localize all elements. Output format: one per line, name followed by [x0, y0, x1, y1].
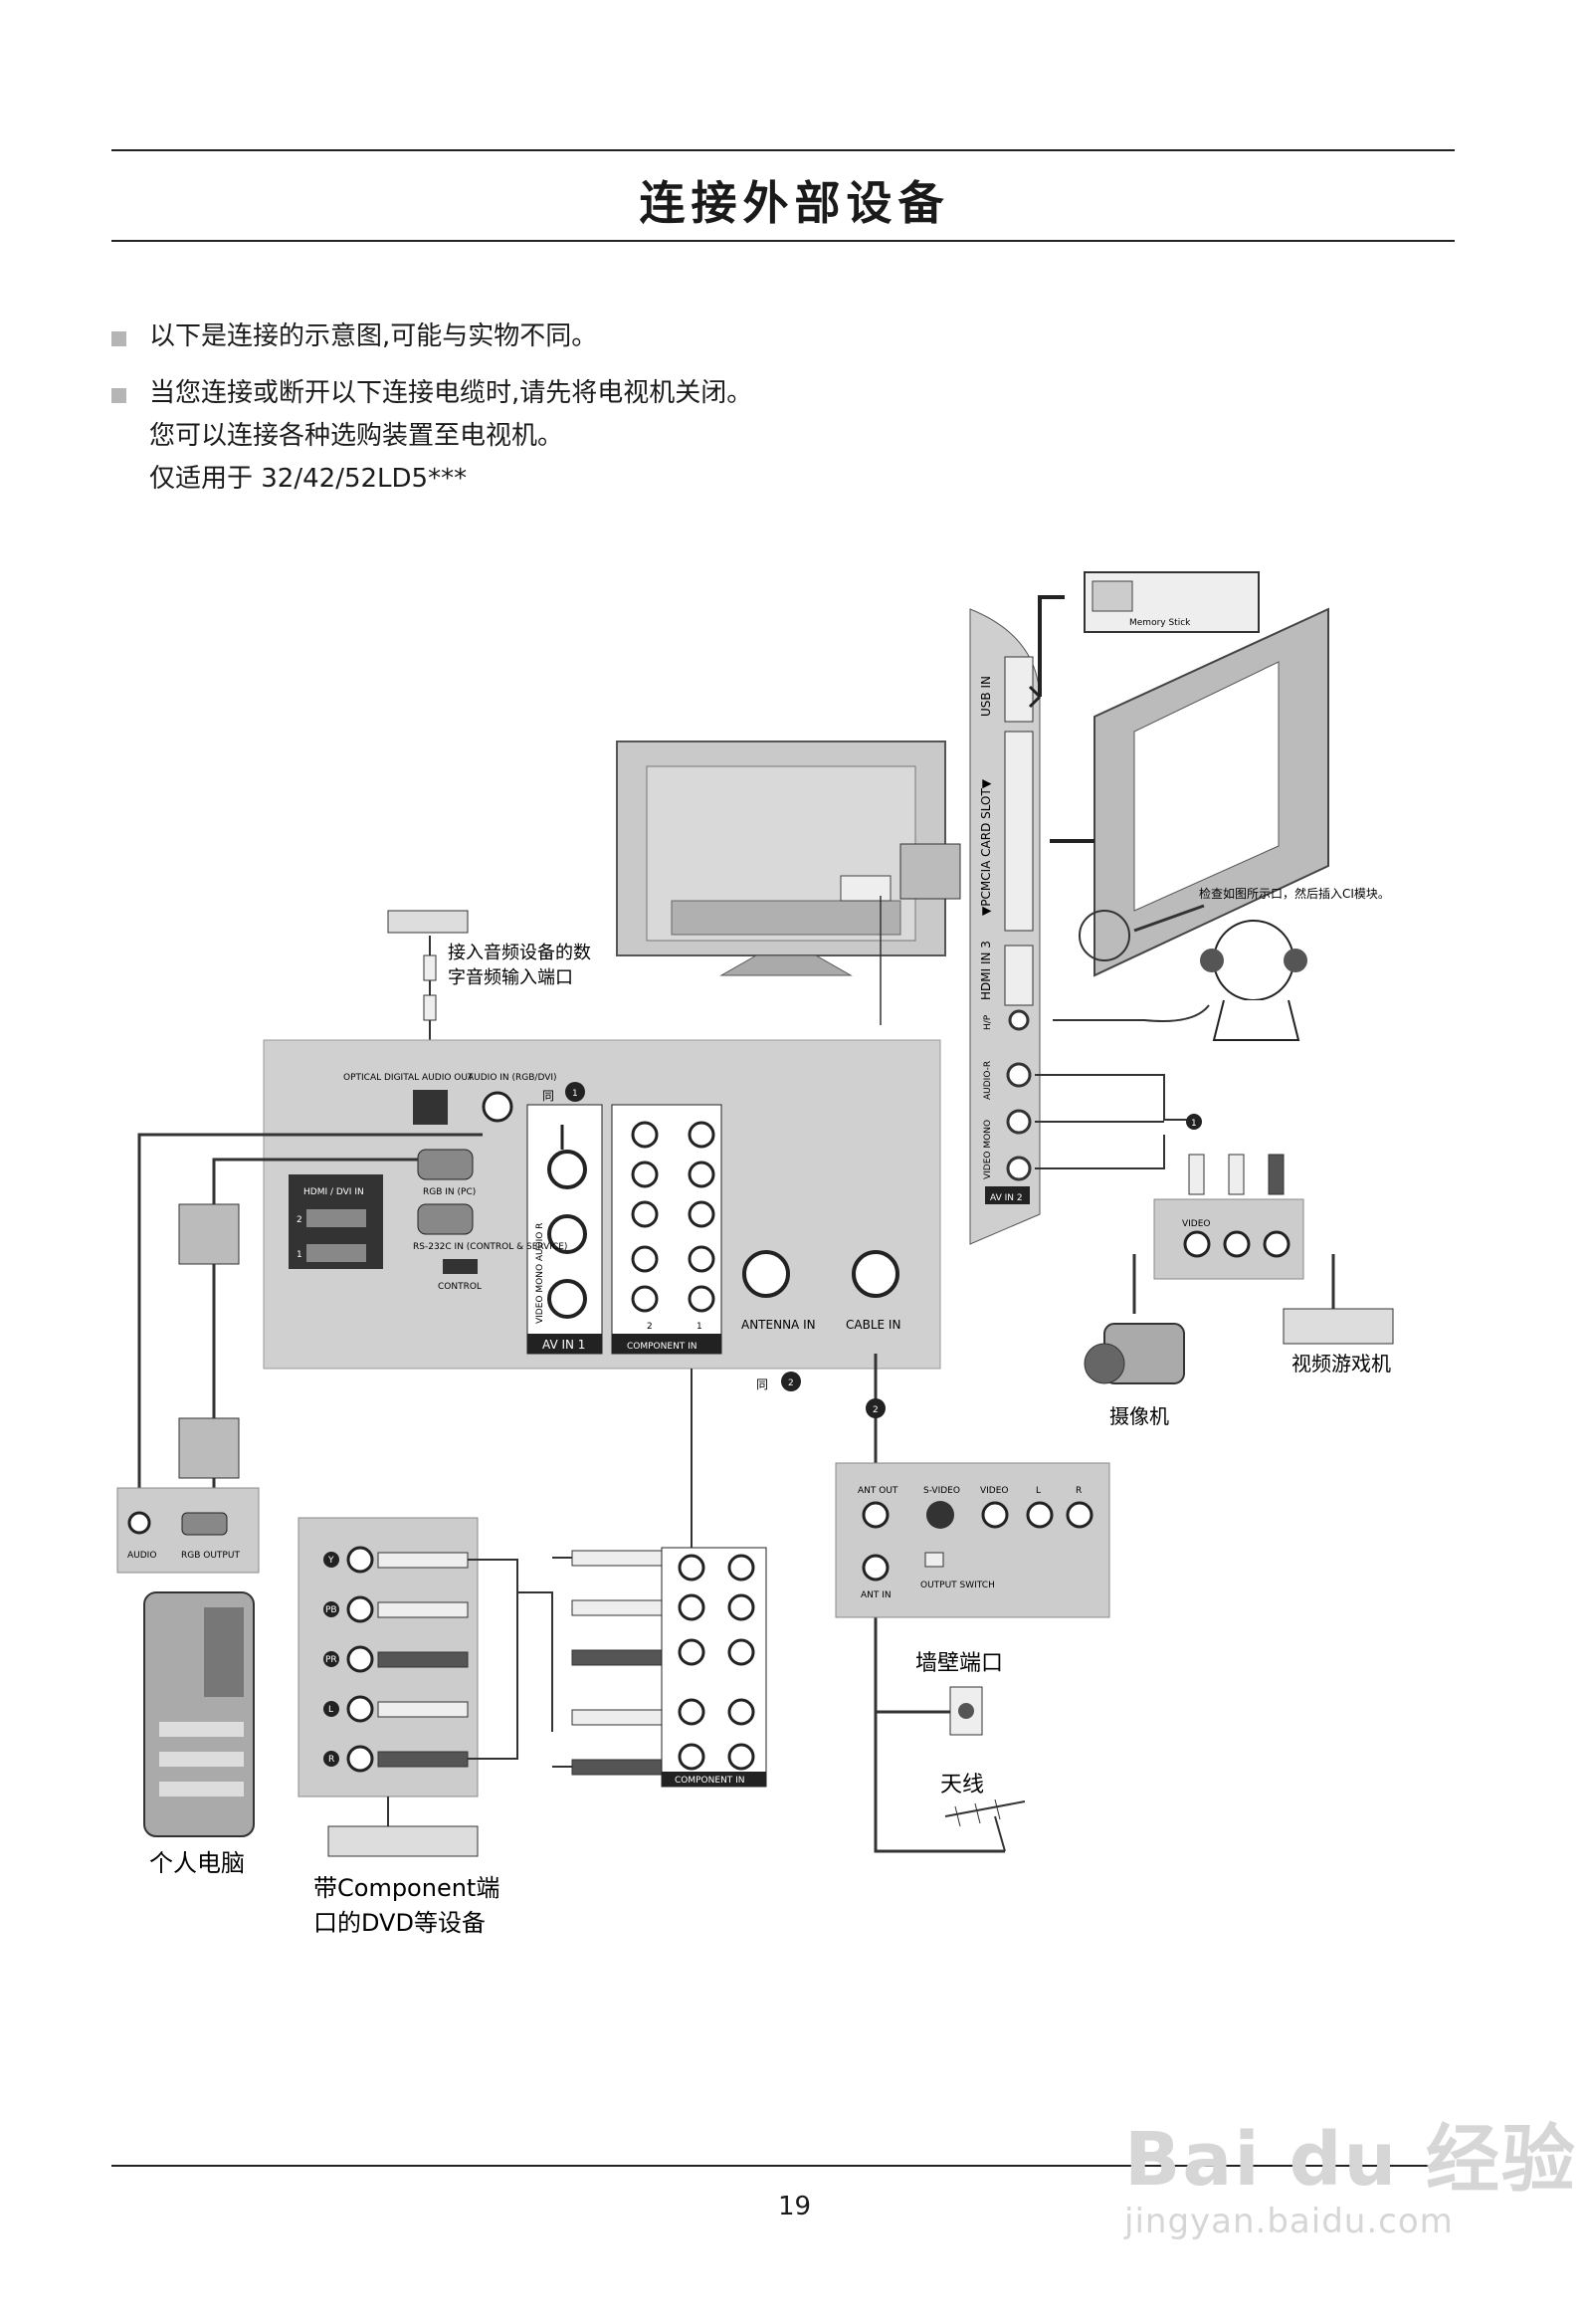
component-cables — [377, 1369, 693, 1776]
ci-card-illustration — [1050, 607, 1329, 977]
ant-in-label: ANT IN — [861, 1590, 892, 1600]
pc-rgb-output-label: RGB OUTPUT — [181, 1551, 240, 1561]
settop-panel — [835, 1462, 1110, 1618]
antenna-illustration — [944, 1798, 1026, 1852]
ant-out-label: ANT OUT — [858, 1486, 898, 1496]
dvd-jack-r: R — [328, 1755, 334, 1765]
memory-stick-label: Memory Stick — [1129, 618, 1191, 628]
optical-note-line2: 字音频输入端口 — [448, 967, 573, 988]
marker-2-icon — [781, 1372, 801, 1391]
rear-panel — [263, 1039, 941, 1370]
wall-port-illustration — [949, 1686, 983, 1736]
pc-cables — [137, 1133, 483, 1488]
dvd-player-illustration — [327, 1796, 479, 1857]
av-in-1-labels: VIDEO MONO AUDIO R — [535, 1223, 545, 1324]
page-number: 19 — [777, 2192, 812, 2221]
game-console-label: 视频游戏机 — [1291, 1352, 1391, 1375]
pc-tower-illustration — [143, 1591, 255, 1837]
control-label: CONTROL — [438, 1282, 482, 1292]
dvd-jack-y: Y — [327, 1556, 334, 1566]
marker-2b-label: 2 — [873, 1405, 879, 1415]
pc-panel — [116, 1487, 260, 1574]
antenna-label: 天线 — [940, 1773, 984, 1797]
marker-1b-icon — [1186, 1114, 1202, 1130]
video-label: VIDEO — [980, 1486, 1009, 1496]
component-in-lower-label: COMPONENT IN — [675, 1776, 745, 1786]
optical-note-line1: 接入音频设备的数 — [448, 943, 591, 963]
dvd-jack-pb: PB — [325, 1605, 337, 1615]
output-switch-label: OUTPUT SWITCH — [920, 1581, 995, 1590]
audio-r-label: AUDIO-R — [983, 1061, 993, 1100]
dvd-label-line2: 口的DVD等设备 — [313, 1909, 486, 1937]
bullet-icon — [111, 388, 126, 403]
note-1: 以下是连接的示意图,可能与实物不同。 — [149, 321, 598, 351]
component-panel-lower — [661, 1547, 767, 1788]
hdmi-2-label: 2 — [297, 1215, 302, 1225]
marker-1-icon — [565, 1082, 585, 1102]
pcmcia-label: ▼PCMCIA CARD SLOT▼ — [979, 778, 993, 916]
rgb-in-label: RGB IN (PC) — [423, 1187, 476, 1197]
page-title: 连接外部设备 — [639, 176, 950, 230]
antenna-in-label: ANTENNA IN — [741, 1318, 816, 1332]
component-jacks-rear — [631, 1121, 715, 1313]
watermark-url: jingyan.baidu.com — [1124, 2202, 1454, 2241]
top-rule-lower — [111, 240, 1455, 242]
comp-2-label: 2 — [647, 1322, 653, 1332]
dvd-jack-pr: PR — [325, 1655, 337, 1665]
wall-port-label: 墙壁端口 — [915, 1651, 1003, 1676]
audio-in-label: AUDIO IN (RGB/DVI) — [468, 1073, 557, 1083]
hp-label: H/P — [983, 1014, 993, 1030]
comp-1-label: 1 — [696, 1322, 702, 1332]
pc-label: 个人电脑 — [149, 1849, 245, 1877]
marker-2b-icon — [866, 1398, 886, 1418]
bottom-rule — [111, 2165, 1455, 2167]
headphone-user-illustration — [1053, 920, 1307, 1041]
component-in-label: COMPONENT IN — [627, 1342, 697, 1352]
marker-1b-label: 1 — [1191, 1119, 1197, 1129]
s-video-label: S-VIDEO — [923, 1486, 960, 1496]
settop-cable — [874, 1354, 1005, 1853]
hdmi-1-label: 1 — [297, 1250, 302, 1260]
top-rule-upper — [111, 149, 1455, 151]
usb-in-label: USB IN — [979, 676, 993, 717]
settop-l-label: L — [1036, 1486, 1041, 1496]
settop-r-label: R — [1076, 1486, 1082, 1496]
dvd-label-line1: 带Component端 — [313, 1874, 499, 1902]
av-in-1-label: AV IN 1 — [542, 1338, 585, 1352]
rs232-label: RS-232C IN (CONTROL & SERVICE) — [413, 1242, 567, 1252]
hdmi-dvi-in-label: HDMI / DVI IN — [303, 1187, 364, 1197]
memory-stick-illustration — [1028, 571, 1260, 709]
camcorder-label: 摄像机 — [1109, 1404, 1169, 1428]
same-2-label: 同 — [756, 1377, 768, 1391]
hdmi-in-3-label: HDMI IN 3 — [979, 941, 993, 1000]
dvd-jack-l: L — [328, 1705, 333, 1715]
camcorder-illustration — [1084, 1323, 1185, 1384]
marker-1-label: 1 — [572, 1089, 578, 1099]
game-console-illustration — [1283, 1308, 1394, 1345]
av-source-panel — [1035, 1074, 1335, 1314]
optical-label: OPTICAL DIGITAL AUDIO OUT — [343, 1073, 474, 1083]
bullet-icon — [111, 331, 126, 346]
pc-audio-label: AUDIO — [127, 1551, 156, 1561]
side-panel — [969, 608, 1041, 1245]
ci-note: 检查如图所示口，然后插入CI模块。 — [1199, 886, 1390, 901]
av-in-2-label: AV IN 2 — [990, 1193, 1023, 1203]
same-1-label: 同 — [542, 1089, 554, 1103]
note-2: 当您连接或断开以下连接电缆时,请先将电视机关闭。 — [149, 378, 753, 408]
note-3: 您可以连接各种选购装置至电视机。 — [149, 421, 564, 451]
note-4: 仅适用于 32/42/52LD5*** — [149, 464, 468, 494]
marker-2-label: 2 — [788, 1378, 794, 1388]
av-source-video-label: VIDEO — [1182, 1219, 1211, 1229]
tv-rear-illustration — [616, 740, 961, 1025]
cable-in-label: CABLE IN — [846, 1318, 900, 1332]
watermark: Bai du 经验 — [1124, 2117, 1577, 2203]
video-mono-label: VIDEO MONO — [983, 1120, 993, 1179]
